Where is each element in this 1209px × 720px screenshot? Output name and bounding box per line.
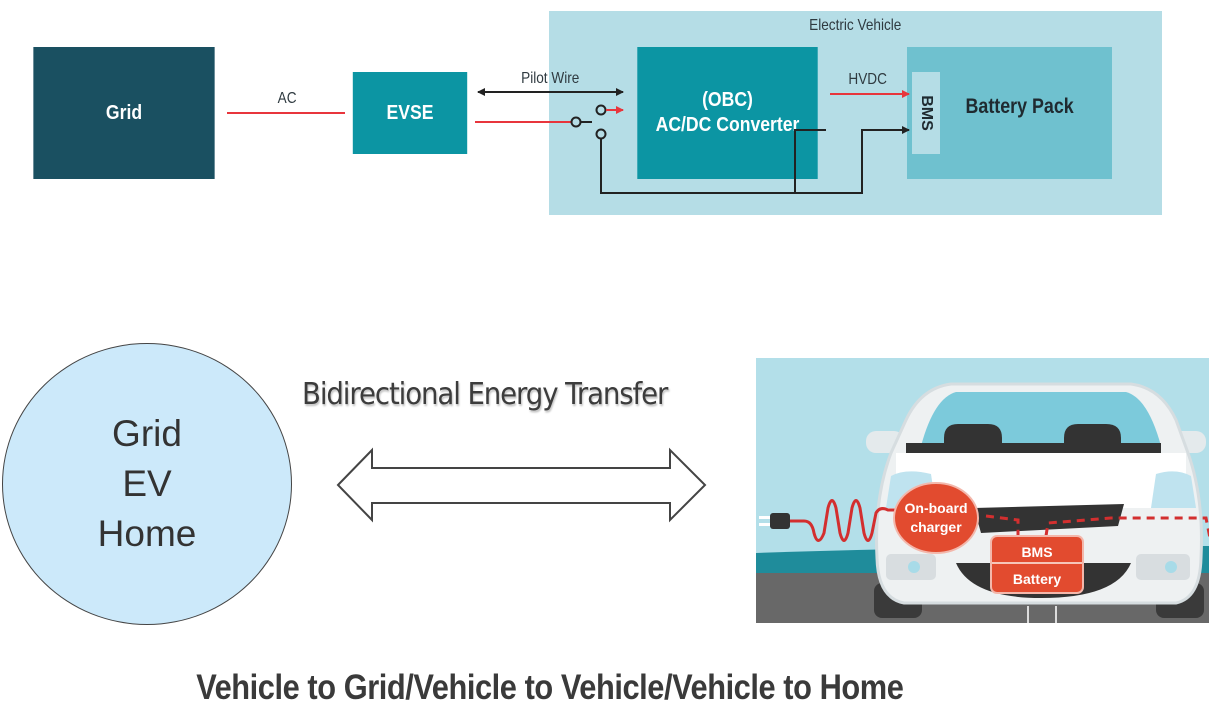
converter-label: AC/DC Converter — [655, 114, 800, 136]
evse-block: EVSE — [352, 72, 468, 154]
switch-input-terminal — [570, 116, 582, 128]
bms-block — [912, 72, 940, 154]
plug-icon — [770, 513, 790, 529]
bms-badge-label: BMS — [1021, 544, 1052, 560]
road-marking-1 — [1027, 606, 1029, 623]
hvdc-wire-label: HVDC — [848, 71, 887, 88]
battery-pack-block — [907, 47, 1112, 179]
battery-badge-label: Battery — [1013, 571, 1061, 587]
onboard-charger-badge — [893, 482, 979, 554]
seat-left — [944, 424, 1002, 446]
obc-label: (OBC) — [702, 89, 753, 111]
grid-block-label: Grid — [105, 101, 143, 124]
switch-to-bms-wire — [600, 129, 826, 194]
internal-wiring — [985, 514, 1209, 541]
obc-converter-block: (OBC) AC/DC Converter — [637, 47, 818, 179]
electric-vehicle-label: Electric Vehicle — [809, 17, 902, 34]
foglight-housing-right — [1136, 554, 1190, 580]
switch-lower-terminal — [595, 128, 607, 140]
road-marking-2 — [1055, 606, 1057, 623]
connection-wires — [227, 88, 910, 194]
evse-block-label: EVSE — [386, 101, 434, 124]
switch-upper-terminal — [595, 104, 607, 116]
seat-right — [1064, 424, 1121, 446]
plug-prong-top — [759, 516, 770, 519]
bms-battery-badge — [990, 535, 1084, 594]
bidirectional-transfer-label: Bidirectional Energy Transfer — [302, 377, 668, 412]
ac-wire-label: AC — [277, 90, 297, 107]
onboard-charger-label-1: On-board — [905, 500, 968, 516]
dashboard — [906, 443, 1161, 453]
node-line-grid: Grid — [112, 413, 182, 454]
grid-ev-home-node: Grid EV Home — [2, 343, 292, 625]
signal-to-bms-wire — [795, 126, 910, 194]
charging-cable — [790, 499, 901, 542]
plug-prong-bottom — [759, 523, 770, 526]
foglight-left — [908, 561, 920, 573]
upper-grille — [974, 504, 1124, 533]
headlight-right — [1151, 471, 1196, 508]
battery-pack-label: Battery Pack — [965, 95, 1075, 118]
foglight-right — [1165, 561, 1177, 573]
node-line-home: Home — [97, 513, 197, 554]
node-line-ev: EV — [122, 463, 172, 504]
grid-block: Grid — [33, 47, 215, 179]
footer-title: Vehicle to Grid/Vehicle to Vehicle/Vehic… — [196, 668, 904, 707]
pilot-wire-label: Pilot Wire — [521, 70, 580, 87]
onboard-charger-label-2: charger — [910, 519, 962, 535]
bidirectional-arrow-icon — [336, 447, 707, 523]
ev-car-illustration: On-board charger BMS Battery — [756, 358, 1209, 623]
